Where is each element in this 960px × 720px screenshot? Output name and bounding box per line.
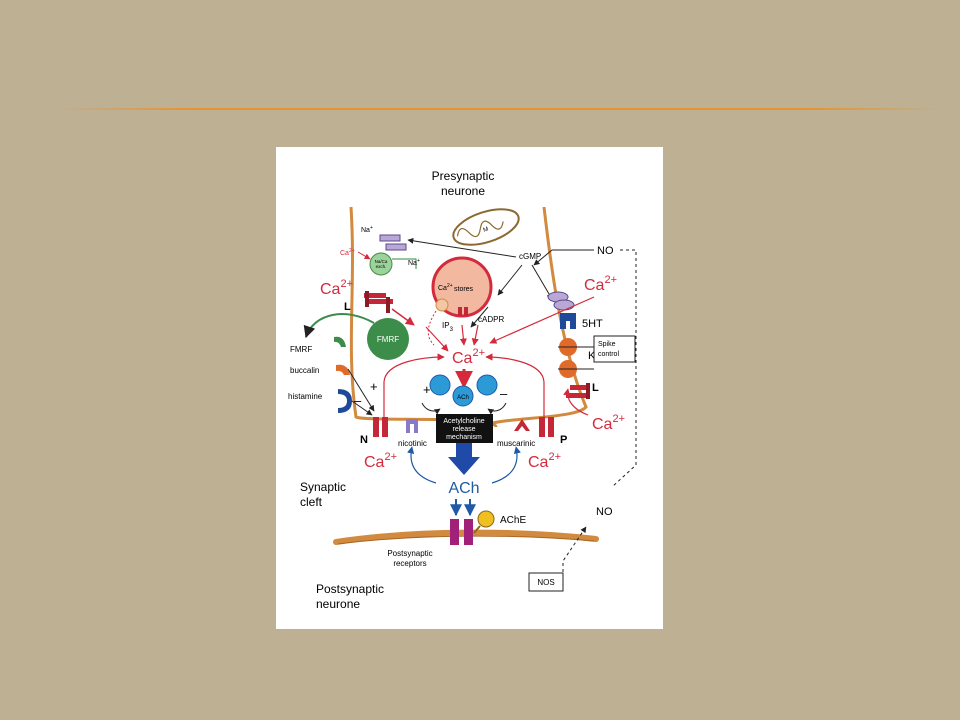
release-label-2: release: [453, 426, 476, 433]
n-label: N: [360, 434, 368, 446]
ca-center-label: Ca2+: [452, 347, 485, 367]
p-channel: [539, 417, 554, 437]
no-top-label: NO: [597, 245, 614, 257]
presynaptic-label-2: neurone: [441, 184, 485, 198]
postsynaptic-receptor: [450, 519, 473, 545]
cgmp-label: cGMP: [519, 252, 541, 261]
postsynaptic-receptors-label-2: receptors: [393, 559, 426, 568]
minus-left: –: [354, 393, 362, 408]
release-label-1: Acetylcholine: [443, 418, 484, 425]
vesicle-ach-label: ACh: [457, 395, 469, 401]
plus-left: +: [370, 379, 378, 394]
buccalin-label: buccalin: [290, 366, 319, 375]
postsynaptic-label-1: Postsynaptic: [316, 582, 384, 596]
mitochondrion: M: [452, 208, 520, 246]
postsynaptic-receptors-label-1: Postsynaptic: [387, 549, 432, 558]
histamine-receptor: [338, 389, 352, 413]
vesicle-ach: [452, 385, 474, 407]
na-right-label: Na+: [408, 258, 420, 267]
synaptic-cleft-label-1: Synaptic: [300, 480, 346, 494]
release-arrow: [448, 443, 480, 475]
no-bottom-label: NO: [596, 506, 613, 518]
5ht-label: 5HT: [582, 318, 603, 330]
fmrf-blob-label: FMRF: [377, 335, 399, 344]
postsynaptic-label-2: neurone: [316, 597, 360, 611]
l-channel-left: [364, 291, 393, 313]
stores-ca-label: Ca2+: [438, 283, 453, 292]
histamine-label: histamine: [288, 392, 323, 401]
l-channel-right: [566, 383, 590, 399]
synaptic-cleft-label-2: cleft: [300, 495, 323, 509]
no-dashed-line: [611, 249, 637, 488]
ache-enzyme: [477, 510, 495, 528]
spike-label-2: control: [598, 351, 619, 358]
exchanger-label-1: Na/Ca: [375, 259, 388, 264]
l-left-label: L: [344, 301, 351, 313]
spike-control-box: [593, 335, 636, 363]
l-right-label: L: [592, 382, 599, 394]
muscarinic-label: muscarinic: [497, 439, 535, 448]
na-channel: [379, 234, 401, 242]
ca-left-label: Ca2+: [320, 278, 353, 298]
buccalin-receptor: [336, 364, 350, 375]
presynaptic-label-1: Presynaptic: [432, 169, 495, 183]
na-top-label: Na+: [361, 225, 373, 234]
ca-bottom-left-label: Ca2+: [364, 451, 397, 471]
ca-lower-right-label: Ca2+: [592, 413, 625, 433]
cadpr-label: cADPR: [478, 315, 504, 324]
n-channel: [373, 417, 388, 437]
muscarinic-receptor: [514, 419, 530, 431]
title-accent-rule: [60, 108, 940, 110]
ca-right-label: Ca2+: [584, 274, 617, 294]
synapse-figure: Presynaptic neurone Synaptic cleft Posts…: [276, 147, 663, 629]
ach-big-label: ACh: [448, 480, 479, 497]
plus-center: +: [423, 382, 431, 397]
fmrf-receptor: [334, 336, 346, 347]
ip3-label: IP3: [442, 321, 454, 333]
vesicle-left: [429, 374, 451, 396]
spike-label-1: Spike: [598, 341, 616, 348]
ca-small-label: Ca2+: [340, 248, 355, 257]
synapse-diagram: Presynaptic neurone Synaptic cleft Posts…: [288, 169, 637, 611]
minus-center: –: [500, 386, 508, 401]
nicotinic-receptor: [406, 419, 418, 433]
ache-label: AChE: [500, 515, 526, 526]
p-label: P: [560, 434, 567, 446]
stores-label: stores: [454, 286, 474, 293]
fmrf-label: FMRF: [290, 345, 312, 354]
nos-box: [528, 572, 564, 592]
na-ca-exchanger: [369, 252, 393, 276]
nos-label: NOS: [537, 578, 554, 587]
fmrf-blob: [367, 318, 409, 360]
vesicle-right: [476, 374, 498, 396]
exchanger-label-2: exch.: [376, 264, 387, 269]
nicotinic-label: nicotinic: [398, 439, 427, 448]
mitochondrion-label: M: [483, 227, 490, 234]
release-mechanism-box: [436, 414, 493, 443]
ca-bottom-right-label: Ca2+: [528, 451, 561, 471]
release-label-3: mechanism: [446, 434, 482, 441]
5ht-receptor: [560, 313, 576, 329]
